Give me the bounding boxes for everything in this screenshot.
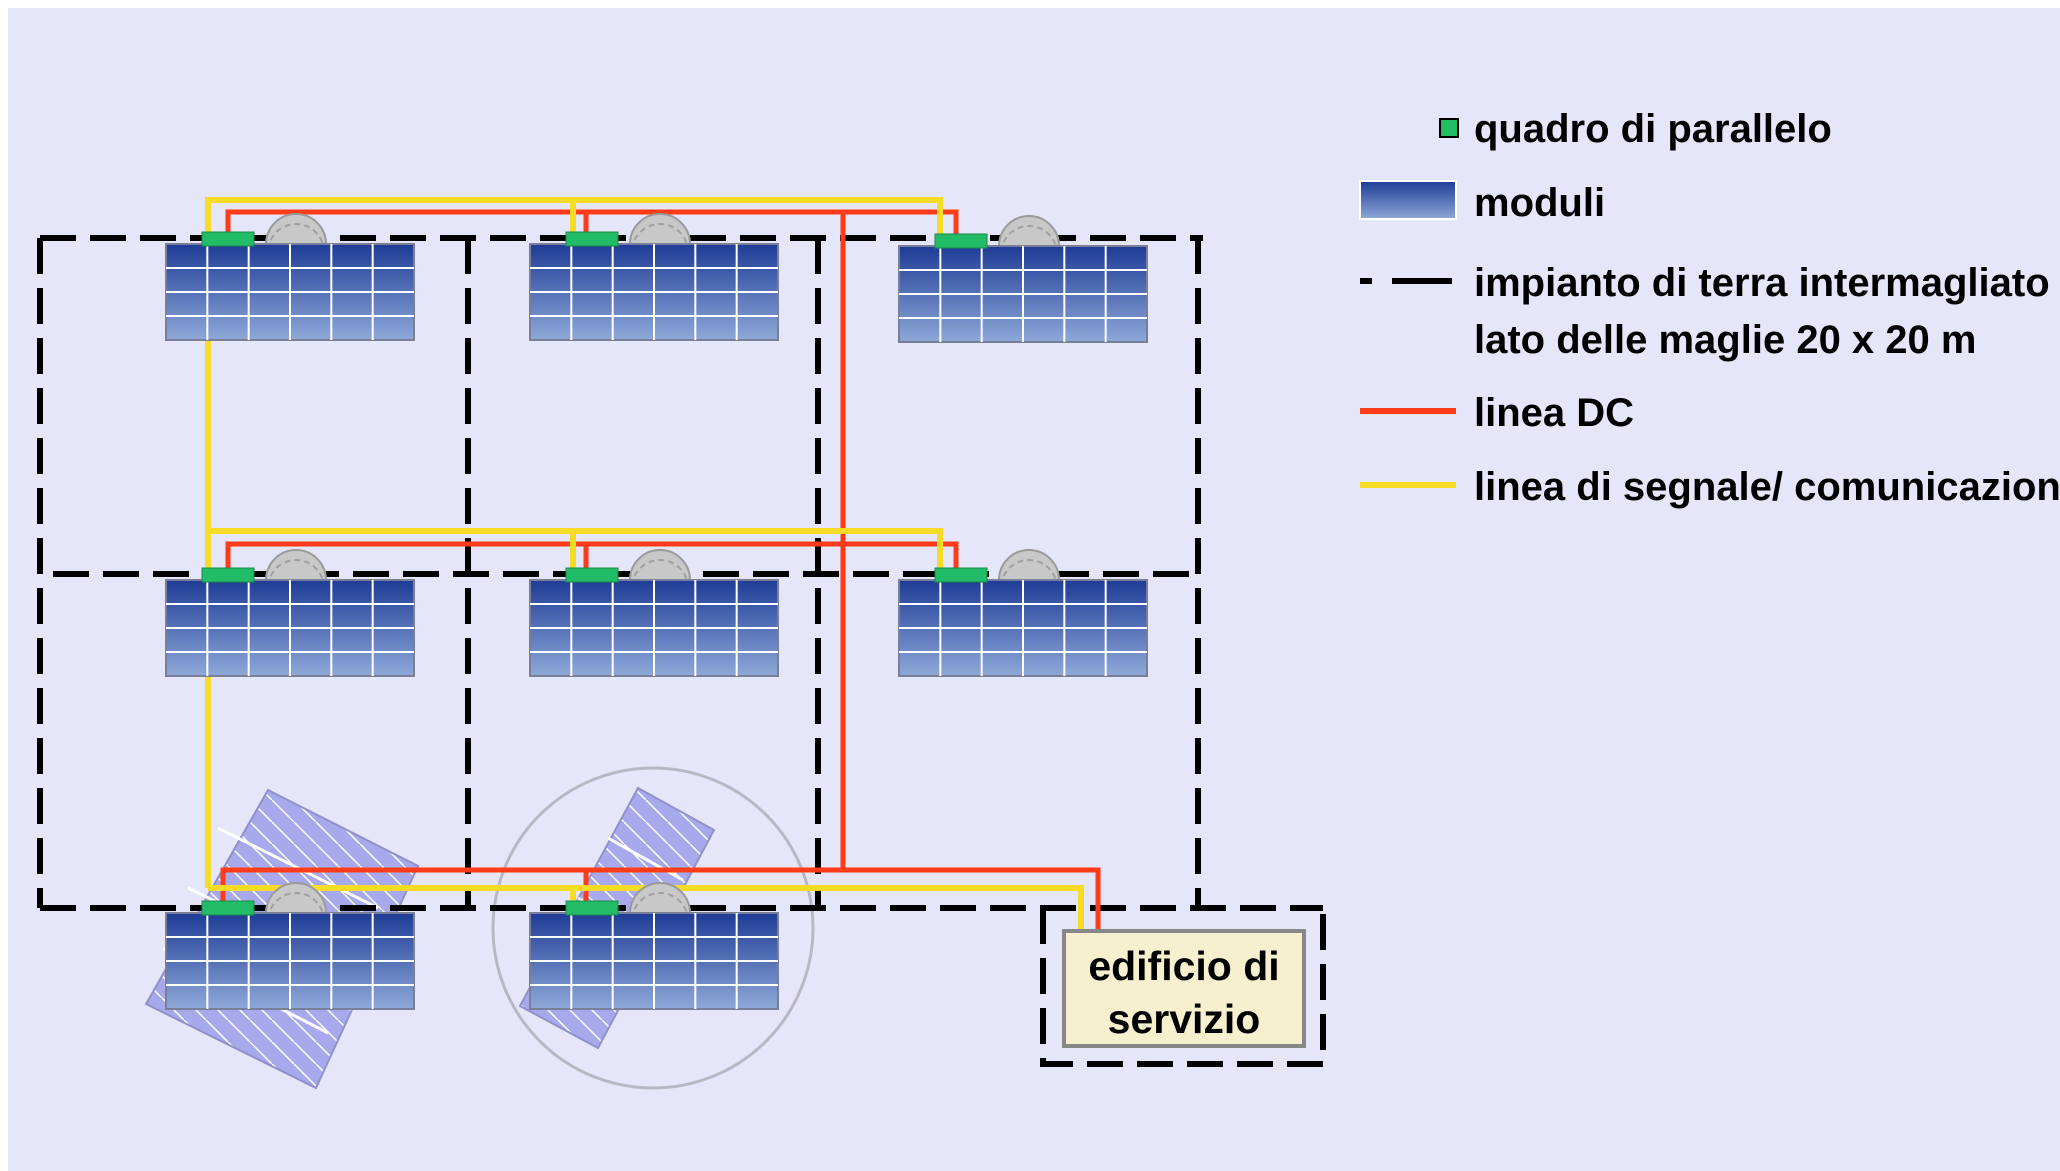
solar-panel-group xyxy=(898,215,1148,343)
legend-item-earth-grid: impianto di terra intermagliato lato del… xyxy=(1360,261,2050,362)
parallel-box-icon xyxy=(934,567,988,583)
dome-icon xyxy=(629,549,691,581)
solar-panel-group xyxy=(529,882,779,1010)
parallel-box-icon xyxy=(565,231,619,247)
legend-label-earth-grid: impianto di terra intermagliato xyxy=(1474,261,2050,305)
diagram-canvas: edificio di servizio quadro di parallelo… xyxy=(8,8,2060,1171)
dome-icon xyxy=(265,213,327,245)
pv-plant-diagram: edificio di servizio quadro di parallelo… xyxy=(37,107,2060,1090)
parallel-box-icon xyxy=(934,233,988,249)
legend-label-signal-line: linea di segnale/ comunicazione xyxy=(1474,465,2060,509)
solar-panel-icon xyxy=(1359,180,1457,220)
dome-icon xyxy=(998,215,1060,247)
service-building: edificio di servizio xyxy=(1062,929,1306,1048)
parallel-box-icon xyxy=(201,900,255,916)
legend-item-signal-line: linea di segnale/ comunicazione xyxy=(1360,465,2060,509)
green-square-icon xyxy=(1439,118,1459,138)
parallel-box-icon xyxy=(565,900,619,916)
building-label-line2: servizio xyxy=(1108,996,1261,1042)
dome-icon xyxy=(998,549,1060,581)
building-label-line1: edificio di xyxy=(1088,943,1279,989)
tracker-rotation-circle xyxy=(491,766,815,1090)
dome-icon xyxy=(265,882,327,914)
panel-array xyxy=(165,213,1148,1010)
dome-icon xyxy=(265,549,327,581)
solar-panel-group xyxy=(165,549,415,677)
solar-panel-group xyxy=(165,882,415,1010)
legend-label-earth-grid-2: lato delle maglie 20 x 20 m xyxy=(1474,318,1976,362)
legend-item-modules: moduli xyxy=(1359,180,1605,225)
solar-panel-group xyxy=(898,549,1148,677)
solar-panel-group xyxy=(529,213,779,341)
legend-label-parallel-box: quadro di parallelo xyxy=(1474,107,1832,151)
legend-item-parallel-box: quadro di parallelo xyxy=(1439,107,1832,151)
legend-label-modules: moduli xyxy=(1474,181,1605,225)
solar-panel-group xyxy=(165,213,415,341)
legend-item-dc-line: linea DC xyxy=(1360,391,1634,435)
parallel-box-icon xyxy=(201,231,255,247)
dome-icon xyxy=(629,213,691,245)
parallel-box-icon xyxy=(201,567,255,583)
solar-panel-group xyxy=(529,549,779,677)
legend: quadro di parallelo moduli impianto di t… xyxy=(1359,107,2060,509)
dome-icon xyxy=(629,882,691,914)
parallel-box-icon xyxy=(565,567,619,583)
legend-label-dc-line: linea DC xyxy=(1474,391,1634,435)
